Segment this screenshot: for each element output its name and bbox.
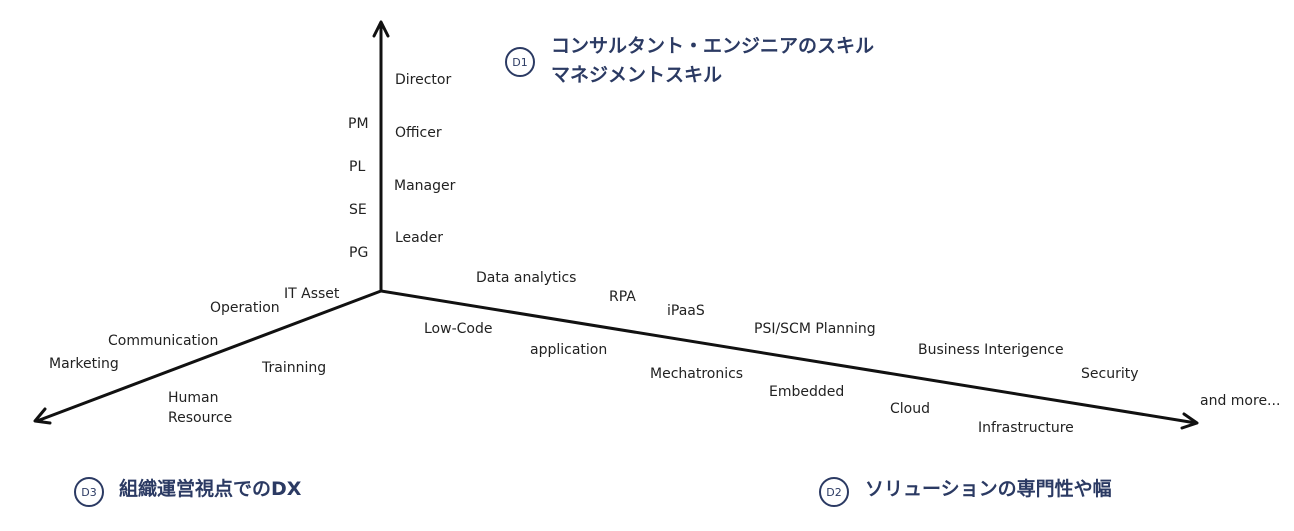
label-low-code: Low-Code	[424, 321, 493, 337]
d1-title-line2: マネジメントスキル	[551, 64, 723, 86]
right-axis-arrowhead	[1180, 412, 1199, 430]
label-infrastructure: Infrastructure	[978, 420, 1074, 436]
d3-badge: D3	[74, 477, 104, 507]
label-leader: Leader	[395, 230, 444, 246]
label-security: Security	[1081, 366, 1139, 382]
label-mechatronics: Mechatronics	[650, 366, 744, 382]
label-ipaas: iPaaS	[667, 303, 705, 319]
label-psi-scm-planning: PSI/SCM Planning	[754, 321, 876, 337]
vertical-axis-arrowhead	[372, 20, 390, 38]
d1-badge: D1	[505, 47, 535, 77]
label-trainning: Trainning	[262, 360, 327, 376]
label-application: application	[530, 342, 608, 358]
label-se: SE	[349, 202, 367, 218]
label-data-analytics: Data analytics	[476, 270, 577, 286]
label-communication: Communication	[108, 333, 219, 349]
label-cloud: Cloud	[890, 401, 930, 417]
left-axis	[35, 289, 383, 423]
label-operation: Operation	[210, 300, 280, 316]
label-it-asset: IT Asset	[284, 286, 340, 302]
d2-title: ソリューションの専門性や幅	[865, 478, 1112, 500]
right-axis	[379, 289, 1198, 425]
d1-title-line1: コンサルタント・エンジニアのスキル	[551, 35, 875, 57]
label-rpa: RPA	[609, 289, 636, 305]
label-human-resource: Human Resource	[168, 390, 233, 426]
label-embedded: Embedded	[769, 384, 845, 400]
label-business-interigence: Business Interigence	[918, 342, 1064, 358]
label-and-more: and more...	[1200, 393, 1281, 409]
label-director: Director	[395, 72, 452, 88]
label-pl: PL	[349, 159, 366, 175]
label-pg: PG	[349, 245, 369, 261]
d3-title: 組織運営視点でのDX	[119, 478, 302, 500]
d2-badge: D2	[819, 477, 849, 507]
left-axis-arrowhead	[33, 407, 52, 425]
label-officer: Officer	[395, 125, 442, 141]
label-marketing: Marketing	[49, 356, 119, 372]
label-pm: PM	[348, 116, 369, 132]
label-manager: Manager	[394, 178, 456, 194]
